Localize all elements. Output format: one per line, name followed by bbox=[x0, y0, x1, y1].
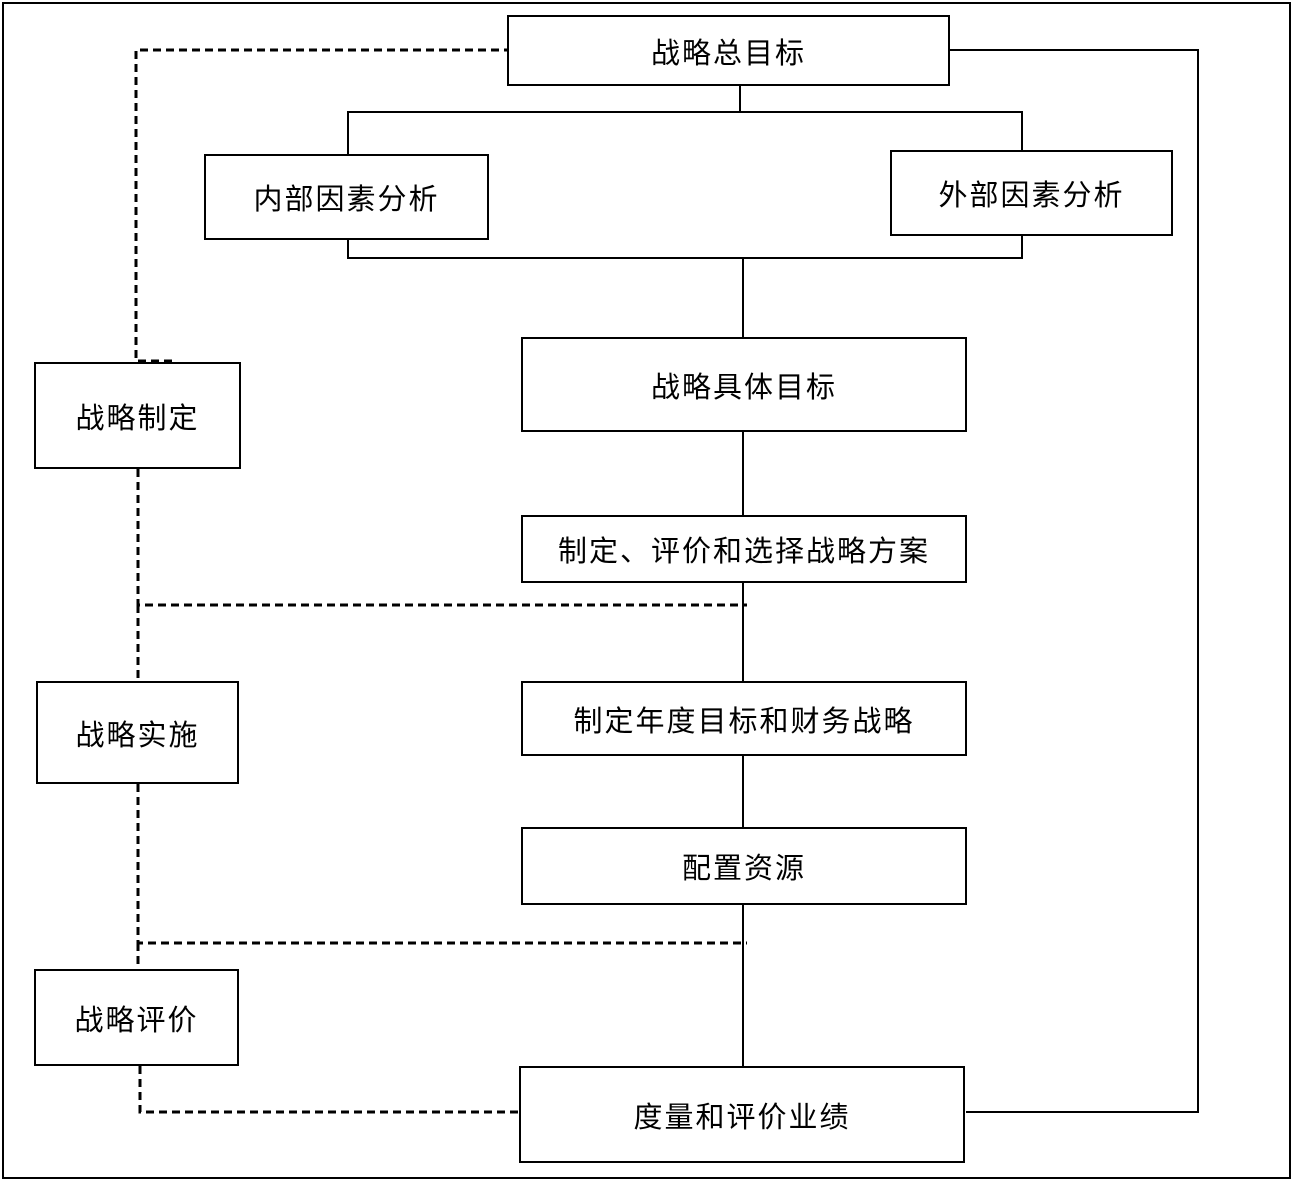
phase-evaluation: 战略评价 bbox=[34, 969, 239, 1066]
node-allocate-resources: 配置资源 bbox=[521, 827, 967, 905]
node-external-analysis: 外部因素分析 bbox=[890, 150, 1173, 236]
connector-analysis-top-bracket bbox=[347, 111, 1023, 154]
node-formulate-options: 制定、评价和选择战略方案 bbox=[521, 515, 967, 583]
node-internal-analysis: 内部因素分析 bbox=[204, 154, 489, 240]
dashed-formulation-to-goal bbox=[134, 48, 507, 363]
phase-formulation: 战略制定 bbox=[34, 362, 241, 469]
dashed-evaluation-to-measure bbox=[138, 1066, 520, 1114]
feedback-loop-line bbox=[950, 49, 1199, 1113]
phase-implementation: 战略实施 bbox=[36, 681, 239, 784]
node-annual-goals: 制定年度目标和财务战略 bbox=[521, 681, 967, 756]
node-measure-performance: 度量和评价业绩 bbox=[519, 1066, 965, 1163]
node-overall-goal: 战略总目标 bbox=[507, 15, 950, 86]
outer-frame bbox=[2, 2, 1291, 1179]
node-specific-goals: 战略具体目标 bbox=[521, 337, 967, 432]
connector-analysis-bottom-bracket bbox=[347, 236, 1023, 259]
